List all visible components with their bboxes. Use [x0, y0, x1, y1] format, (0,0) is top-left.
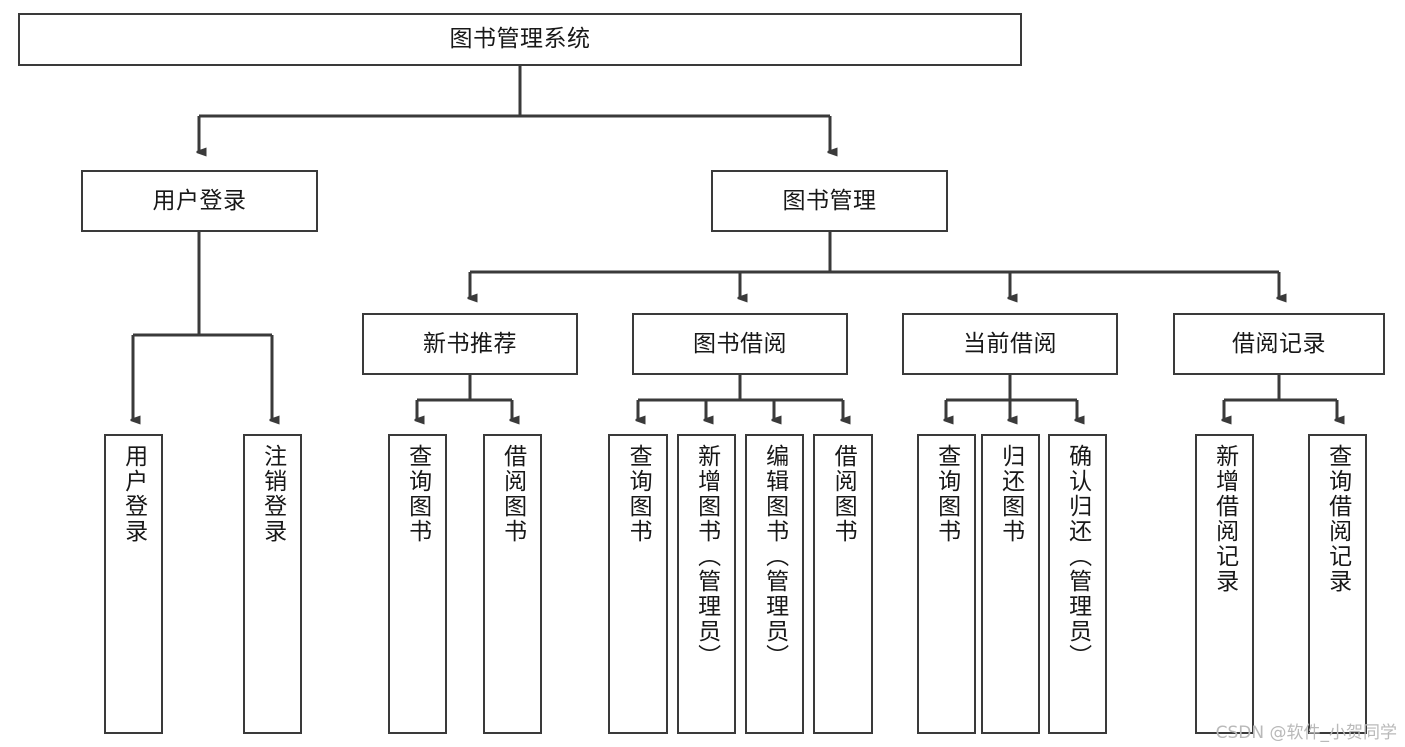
node-label: 用户登录: [120, 444, 147, 544]
node-borrow-record[interactable]: 借阅记录: [1173, 313, 1385, 375]
node-leaf-logout-login[interactable]: 注销登录: [243, 434, 302, 734]
node-new-book-recommend[interactable]: 新书推荐: [362, 313, 578, 375]
node-label: 新书推荐: [423, 330, 517, 357]
node-leaf-user-login[interactable]: 用户登录: [104, 434, 163, 734]
node-current-borrow[interactable]: 当前借阅: [902, 313, 1118, 375]
node-leaf-query-book-3[interactable]: 查询图书: [917, 434, 976, 734]
node-label: 查询图书: [625, 444, 652, 544]
node-user-login[interactable]: 用户登录: [81, 170, 318, 232]
node-label: 注销登录: [259, 444, 286, 544]
node-label: 借阅图书: [830, 444, 857, 544]
node-label: 新增图书（管理员）: [693, 444, 720, 669]
node-label: 借阅记录: [1232, 330, 1326, 357]
node-leaf-query-book-1[interactable]: 查询图书: [388, 434, 447, 734]
csdn-watermark: CSDN @软件_小贺同学: [1215, 723, 1397, 743]
node-label: 查询图书: [404, 444, 431, 544]
node-leaf-query-borrow-record[interactable]: 查询借阅记录: [1308, 434, 1367, 734]
node-label: 当前借阅: [963, 330, 1057, 357]
node-leaf-borrow-book-2[interactable]: 借阅图书: [813, 434, 873, 734]
node-leaf-add-book-admin[interactable]: 新增图书（管理员）: [677, 434, 736, 734]
node-label: 查询借阅记录: [1324, 444, 1351, 594]
node-leaf-return-book[interactable]: 归还图书: [981, 434, 1040, 734]
node-label: 新增借阅记录: [1211, 444, 1238, 594]
node-label: 图书管理: [782, 187, 877, 214]
node-leaf-borrow-book-1[interactable]: 借阅图书: [483, 434, 542, 734]
node-label: 借阅图书: [499, 444, 526, 544]
node-label: 编辑图书（管理员）: [761, 444, 788, 669]
node-leaf-query-book-2[interactable]: 查询图书: [608, 434, 668, 734]
node-label: 用户登录: [152, 187, 247, 214]
node-label: 归还图书: [997, 444, 1024, 544]
node-label: 确认归还（管理员）: [1064, 444, 1091, 669]
node-label: 查询图书: [933, 444, 960, 544]
node-leaf-add-borrow-record[interactable]: 新增借阅记录: [1195, 434, 1254, 734]
node-book-borrow[interactable]: 图书借阅: [632, 313, 848, 375]
node-book-manage[interactable]: 图书管理: [711, 170, 948, 232]
node-label: 图书管理系统: [449, 26, 591, 53]
node-leaf-confirm-return-admin[interactable]: 确认归还（管理员）: [1048, 434, 1107, 734]
node-leaf-edit-book-admin[interactable]: 编辑图书（管理员）: [745, 434, 804, 734]
node-label: 图书借阅: [693, 330, 787, 357]
node-root-book-management-system[interactable]: 图书管理系统: [18, 13, 1022, 66]
